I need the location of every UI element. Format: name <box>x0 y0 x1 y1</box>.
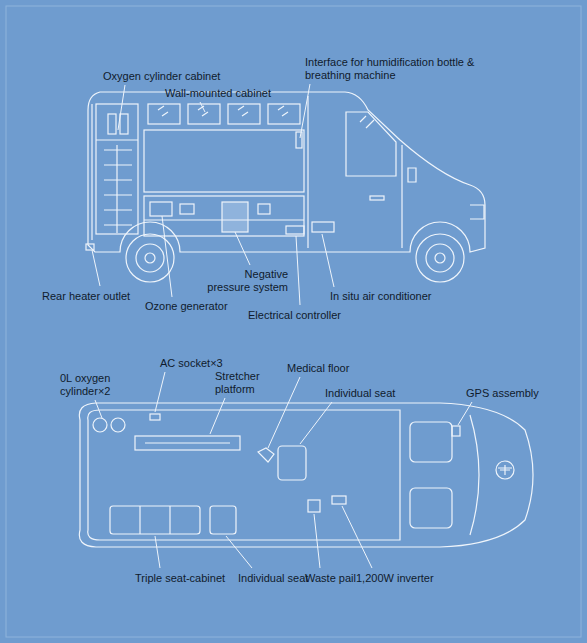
van-outline <box>79 403 533 547</box>
leader-line <box>342 506 372 568</box>
cab-door-line <box>401 145 402 248</box>
leader-line <box>92 250 100 286</box>
leader-line <box>296 236 300 305</box>
individual-seat <box>210 506 236 534</box>
electrical-controller <box>286 226 304 234</box>
leader-line <box>200 102 205 112</box>
rim <box>136 244 164 272</box>
rim <box>426 244 454 272</box>
side-panel <box>144 130 304 192</box>
stretcher-line <box>145 442 230 443</box>
callout-label: GPS assembly <box>466 387 539 400</box>
callout-label: Electrical controller <box>248 309 341 322</box>
callout-label: Waste pail <box>305 572 356 585</box>
hub <box>145 253 155 263</box>
callout-label: Individual seat <box>325 387 395 400</box>
seat-divider <box>139 506 140 534</box>
leader-line <box>95 400 102 418</box>
callout-label: 1,200W inverter <box>356 572 434 585</box>
callout-label: Wall-mounted cabinet <box>165 87 271 100</box>
oxygen-cylinder <box>111 418 125 432</box>
lower-cabinets <box>144 196 304 236</box>
leader-lines <box>92 84 472 568</box>
callout-label: Medical floor <box>287 362 349 375</box>
outlet-box <box>258 204 270 214</box>
van-body <box>88 92 485 252</box>
callout-label: 0L oxygen cylinder×2 <box>60 372 122 398</box>
negative-pressure-system <box>222 202 248 232</box>
mirror <box>408 168 416 182</box>
triple-seat-cabinet <box>110 506 200 534</box>
leader-line <box>314 514 320 568</box>
oxygen-cylinder-cabinet <box>96 104 138 234</box>
cab-window <box>346 112 396 176</box>
inverter <box>332 496 346 504</box>
rear-door-line <box>91 104 92 240</box>
individual-seat <box>278 446 306 480</box>
leader-line <box>162 216 172 297</box>
cabinet-line <box>144 219 304 220</box>
leader-line <box>155 536 160 568</box>
leader-line <box>322 234 334 287</box>
hub <box>435 253 445 263</box>
glass-marks <box>360 116 374 128</box>
air-conditioner <box>312 222 334 232</box>
gps-assembly <box>452 426 460 436</box>
seat-divider <box>169 506 170 534</box>
emblem-ring <box>496 461 514 479</box>
cabinet-grid <box>104 145 132 233</box>
leader-line <box>118 85 125 130</box>
top-view-van <box>79 403 533 547</box>
callout-label: Individual seat <box>238 572 308 585</box>
front-seat <box>410 422 452 462</box>
callout-label: Negative pressure system <box>206 268 288 294</box>
frame <box>6 6 581 637</box>
glass-marks <box>158 106 288 116</box>
side-view-van <box>86 92 485 282</box>
callout-label: Stretcher platform <box>215 370 275 396</box>
leader-line <box>210 398 225 434</box>
ozone-generator <box>150 202 172 216</box>
oxygen-cylinder <box>93 418 107 432</box>
callout-label: Triple seat-cabinet <box>135 572 225 585</box>
front-seat <box>410 488 452 528</box>
callout-label: Rear heater outlet <box>42 290 130 303</box>
callout-label: Ozone generator <box>145 300 228 313</box>
leader-line <box>226 536 252 568</box>
side-door-line <box>307 96 308 248</box>
leader-line <box>458 402 472 425</box>
waste-pail <box>308 500 320 512</box>
callout-label: In situ air conditioner <box>330 290 432 303</box>
wheel <box>416 234 464 282</box>
callout-label: Interface for humidification bottle & br… <box>305 56 510 82</box>
heater-unit <box>180 204 194 214</box>
callout-label: Oxygen cylinder cabinet <box>103 70 220 83</box>
windshield <box>470 415 479 535</box>
leader-line <box>300 402 332 444</box>
leader-line <box>268 377 300 448</box>
headlight <box>470 205 484 219</box>
medical-floor <box>258 448 274 462</box>
cabinet-shelf <box>96 139 138 140</box>
leader-line <box>300 84 310 138</box>
cabin-inner-wall <box>88 410 400 540</box>
leader-line <box>155 372 165 412</box>
door-handle <box>370 196 384 200</box>
cylinder <box>108 114 116 134</box>
cylinder <box>120 114 128 134</box>
callout-label: AC socket×3 <box>160 357 223 370</box>
rear-heater-outlet <box>86 244 94 250</box>
stretcher-platform <box>135 436 240 450</box>
ac-socket <box>150 414 160 420</box>
leader-line <box>235 232 250 265</box>
cross-emblem <box>498 465 512 475</box>
